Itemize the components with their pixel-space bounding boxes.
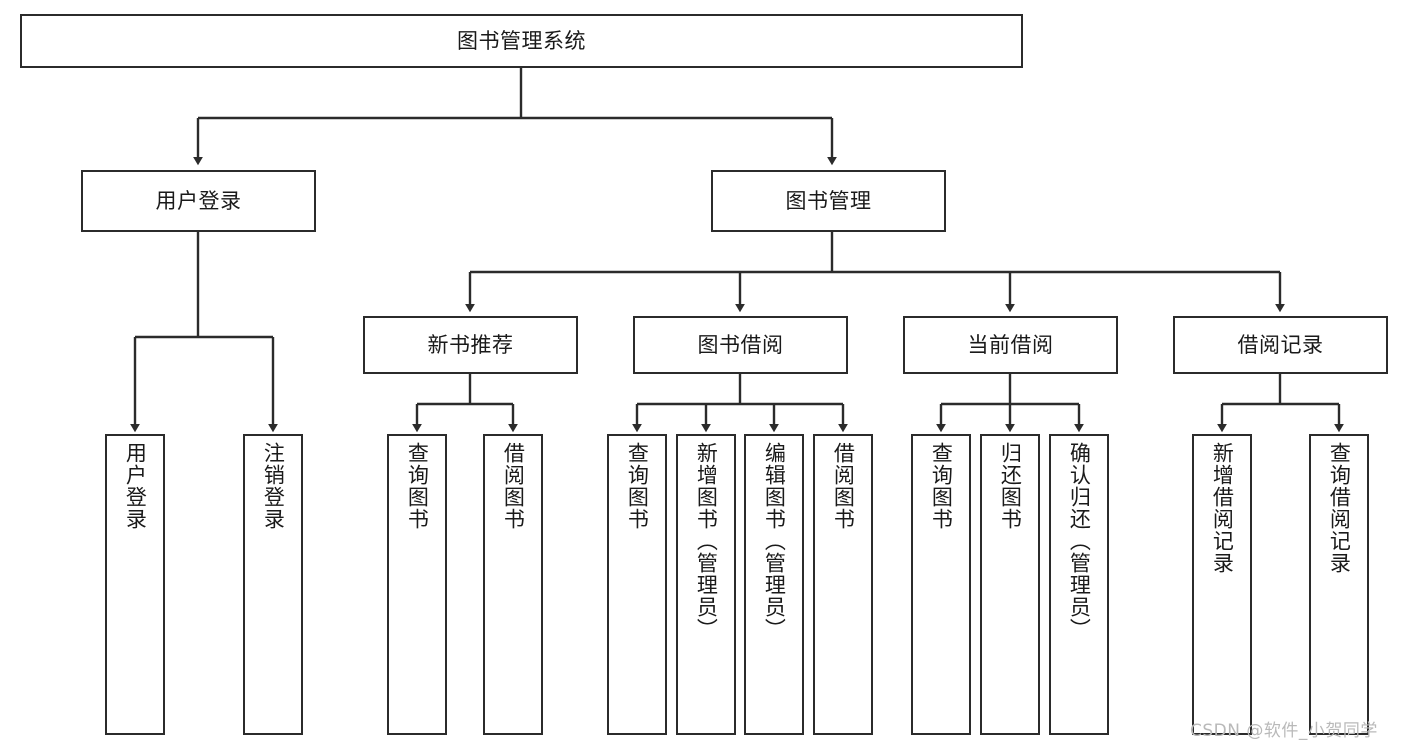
leaf-current-borrow-return[interactable]: 归还图书 xyxy=(980,434,1040,735)
node-label: 查询图书 xyxy=(405,442,430,530)
node-label: 新增图书（管理员） xyxy=(694,442,719,640)
leaf-book-borrow-query[interactable]: 查询图书 xyxy=(607,434,667,735)
node-label: 查询借阅记录 xyxy=(1327,442,1352,574)
node-label: 用户登录 xyxy=(123,442,148,530)
node-label: 图书管理 xyxy=(785,188,872,213)
node-label: 借阅图书 xyxy=(831,442,856,530)
node-label: 当前借阅 xyxy=(967,332,1054,357)
node-borrow-record[interactable]: 借阅记录 xyxy=(1173,316,1388,374)
leaf-book-borrow-borrow[interactable]: 借阅图书 xyxy=(813,434,873,735)
leaf-current-borrow-query[interactable]: 查询图书 xyxy=(911,434,971,735)
leaf-new-book-query[interactable]: 查询图书 xyxy=(387,434,447,735)
leaf-new-book-borrow[interactable]: 借阅图书 xyxy=(483,434,543,735)
leaf-borrow-record-add[interactable]: 新增借阅记录 xyxy=(1192,434,1252,735)
node-root-book-management-system[interactable]: 图书管理系统 xyxy=(20,14,1023,68)
csdn-watermark: CSDN @软件_小贺同学 xyxy=(1190,721,1378,741)
node-book-management[interactable]: 图书管理 xyxy=(711,170,946,232)
node-label: 用户登录 xyxy=(155,188,242,213)
leaf-user-login-logout[interactable]: 注销登录 xyxy=(243,434,303,735)
node-label: 确认归还（管理员） xyxy=(1067,442,1092,640)
leaf-book-borrow-add[interactable]: 新增图书（管理员） xyxy=(676,434,736,735)
node-book-borrow[interactable]: 图书借阅 xyxy=(633,316,848,374)
node-current-borrow[interactable]: 当前借阅 xyxy=(903,316,1118,374)
leaf-book-borrow-edit[interactable]: 编辑图书（管理员） xyxy=(744,434,804,735)
node-label: 借阅记录 xyxy=(1237,332,1324,357)
node-label: 查询图书 xyxy=(625,442,650,530)
node-label: 归还图书 xyxy=(998,442,1023,530)
node-label: 新增借阅记录 xyxy=(1210,442,1235,574)
node-label: 图书管理系统 xyxy=(457,28,586,53)
node-label: 借阅图书 xyxy=(501,442,526,530)
node-label: 新书推荐 xyxy=(427,332,514,357)
node-label: 查询图书 xyxy=(929,442,954,530)
node-user-login[interactable]: 用户登录 xyxy=(81,170,316,232)
node-label: 编辑图书（管理员） xyxy=(762,442,787,640)
leaf-current-borrow-confirm-return[interactable]: 确认归还（管理员） xyxy=(1049,434,1109,735)
leaf-borrow-record-query[interactable]: 查询借阅记录 xyxy=(1309,434,1369,735)
node-label: 图书借阅 xyxy=(697,332,784,357)
node-new-book-recommend[interactable]: 新书推荐 xyxy=(363,316,578,374)
node-label: 注销登录 xyxy=(261,442,286,530)
leaf-user-login-login[interactable]: 用户登录 xyxy=(105,434,165,735)
